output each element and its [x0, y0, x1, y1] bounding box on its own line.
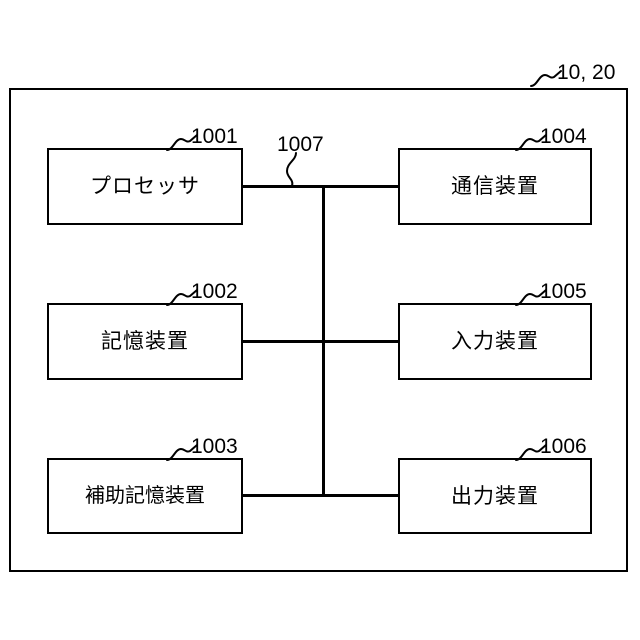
leader-line-bus-icon [285, 152, 297, 187]
leader-line-input-device-icon [515, 289, 547, 306]
block-communication-device: 通信装置 [398, 148, 592, 225]
leader-line-processor-icon [166, 134, 198, 151]
block-storage-device: 記憶装置 [47, 303, 243, 380]
block-label-input-device: 入力装置 [451, 330, 539, 353]
reference-label-communication-device: 1004 [540, 125, 587, 148]
bus-branch-communication-device [322, 185, 400, 188]
block-auxiliary-storage-device: 補助記憶装置 [47, 458, 243, 534]
reference-label-input-device: 1005 [540, 280, 587, 303]
leader-line-output-device-icon [515, 444, 547, 461]
system-enclosure-frame [9, 88, 628, 572]
bus-branch-processor [243, 185, 324, 188]
bus-branch-input-device [322, 340, 400, 343]
reference-label-output-device: 1006 [540, 435, 587, 458]
reference-label-processor: 1001 [191, 125, 238, 148]
leader-line-system-icon [530, 70, 562, 87]
block-label-output-device: 出力装置 [451, 484, 539, 508]
reference-label-system: 10, 20 [557, 61, 616, 84]
block-label-auxiliary-storage-device: 補助記憶装置 [85, 485, 205, 507]
bus-trunk-line [322, 185, 325, 497]
leader-line-storage-device-icon [166, 289, 198, 306]
block-label-processor: プロセッサ [90, 175, 200, 198]
block-label-communication-device: 通信装置 [451, 175, 539, 198]
bus-branch-output-device [322, 494, 400, 497]
reference-label-storage-device: 1002 [191, 280, 238, 303]
reference-label-bus: 1007 [277, 133, 324, 156]
leader-line-communication-device-icon [515, 134, 547, 151]
block-processor: プロセッサ [47, 148, 243, 225]
block-label-storage-device: 記憶装置 [101, 330, 189, 353]
block-output-device: 出力装置 [398, 458, 592, 534]
bus-branch-storage-device [243, 340, 324, 343]
reference-label-auxiliary-storage-device: 1003 [191, 435, 238, 458]
block-input-device: 入力装置 [398, 303, 592, 380]
leader-line-auxiliary-storage-device-icon [166, 444, 198, 461]
bus-branch-auxiliary-storage-device [243, 494, 324, 497]
